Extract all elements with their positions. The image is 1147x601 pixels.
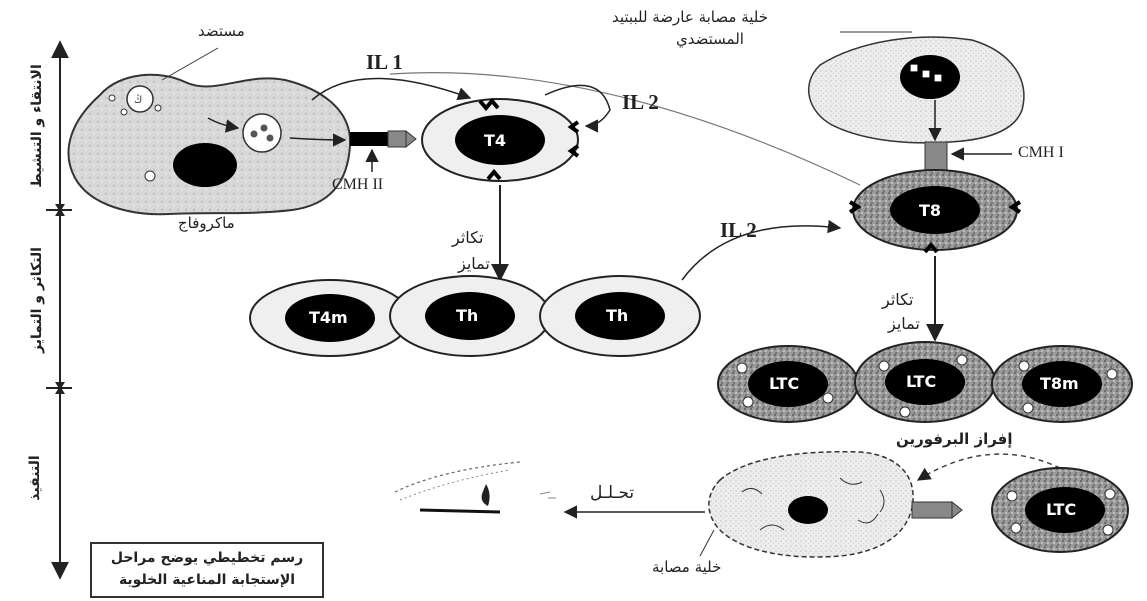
il2-top-label: IL 2 <box>622 90 659 114</box>
th-cell-label-2: Th <box>606 306 629 325</box>
cmh1-receptor <box>924 141 948 173</box>
il1-line-to-t8 <box>389 72 861 186</box>
cmh2-receptor <box>350 132 388 146</box>
proliferation-right-label: تكاثر <box>882 290 914 309</box>
lysis-label: تحـلـل <box>590 483 635 503</box>
perforin-arrow <box>916 453 1061 481</box>
t4-cell <box>421 97 580 182</box>
differentiation-left-label: تمايز <box>458 254 490 273</box>
il2-loop-arrow <box>544 84 611 133</box>
infected-cell-label: خلية مصابة <box>652 558 722 576</box>
ltc-cell-label-2: LTC <box>906 372 937 391</box>
perforin-label: إفراز البرفورين <box>896 430 1013 448</box>
macrophage-cell: ﯓ <box>67 47 417 216</box>
t8-cell <box>848 169 1022 254</box>
differentiation-right-label: تمايز <box>888 314 920 333</box>
infected-presenting-label-line2: المستضدي <box>676 30 744 48</box>
infected-presenting-label-line1: خلية مصابة عارضة للببتيد <box>612 8 768 26</box>
infected-target-cell <box>699 450 914 558</box>
infected-presenting-cell <box>807 31 1025 144</box>
il2-mid-label: IL 2 <box>720 218 757 242</box>
stage-label-activation: الانتقاء و التنشيط <box>29 64 45 188</box>
t8-daughter-cells <box>717 341 1133 423</box>
cmh2-label: CMH II <box>332 176 384 193</box>
antigen-label: مستضد <box>198 22 245 40</box>
antigen-vesicle <box>126 85 154 113</box>
macrophage-label: ماكروفاج <box>178 214 235 232</box>
phagosome <box>242 113 282 153</box>
stage-label-execution: التنفيذ <box>27 455 43 501</box>
th-cell-label-1: Th <box>456 306 479 325</box>
svg-text:ﯓ: ﯓ <box>134 94 142 106</box>
caption-line2: الإستجابة المناعية الخلوية <box>118 572 296 588</box>
ltc-cell-label-1: LTC <box>769 374 800 393</box>
il1-label: IL 1 <box>366 50 403 74</box>
cell-debris <box>394 461 556 514</box>
macrophage-nucleus <box>173 143 237 187</box>
il1-arrow <box>311 77 472 101</box>
proliferation-left-label: تكاثر <box>452 228 484 247</box>
ltc-final-cell-label: LTC <box>1046 500 1077 519</box>
stage-label-proliferation: التكاثر و التمايز <box>29 247 45 353</box>
caption-box: رسم تخطيطي يوضح مراحل الإستجابة المناعية… <box>90 542 324 598</box>
il2-to-t8-arrow <box>681 219 842 281</box>
t4m-cell-label: T4m <box>309 308 348 327</box>
t8m-cell-label: T8m <box>1040 374 1079 393</box>
t4-cell-label: T4 <box>484 131 507 150</box>
caption-line1: رسم تخطيطي يوضح مراحل <box>110 550 304 566</box>
t8-cell-label: T8 <box>919 201 942 220</box>
t4-daughter-cells <box>249 275 701 357</box>
cmh1-label: CMH I <box>1018 144 1064 161</box>
ltc-final-cell <box>991 467 1129 553</box>
stage-axis <box>46 40 72 580</box>
